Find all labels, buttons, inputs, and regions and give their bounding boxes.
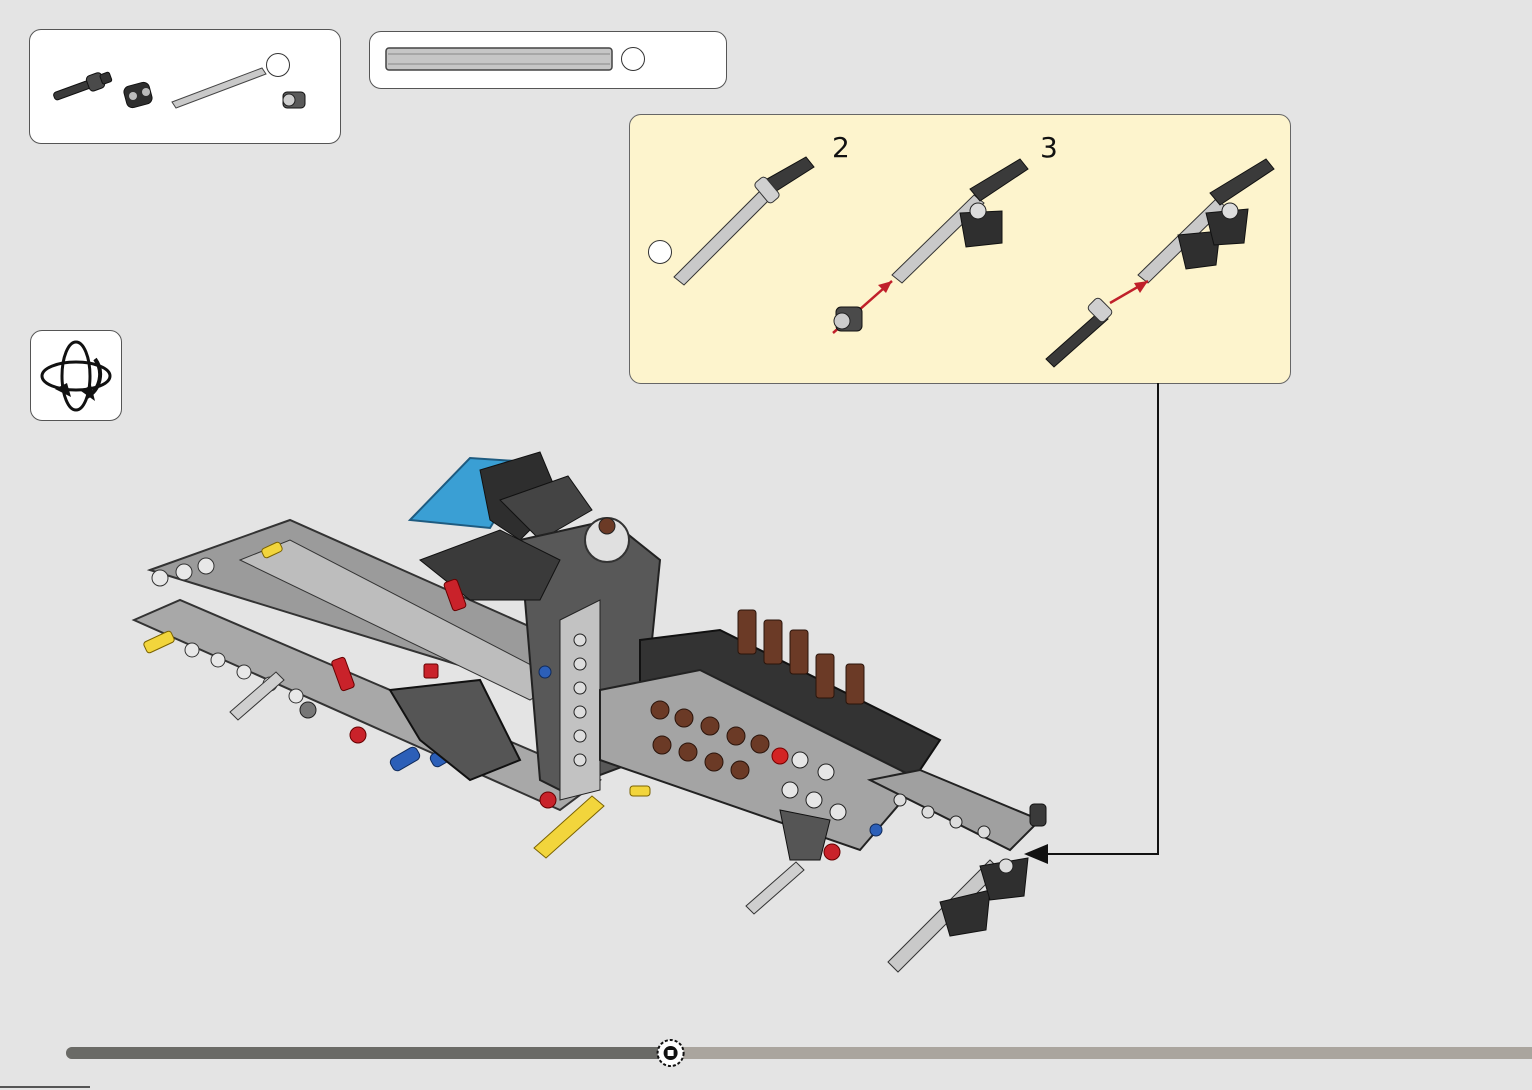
gear-icon (658, 1040, 684, 1066)
attached-subassembly (888, 858, 1028, 972)
callout-line (1040, 383, 1158, 854)
progress-bar (0, 1030, 1532, 1090)
main-model-illustration (0, 0, 1532, 1030)
